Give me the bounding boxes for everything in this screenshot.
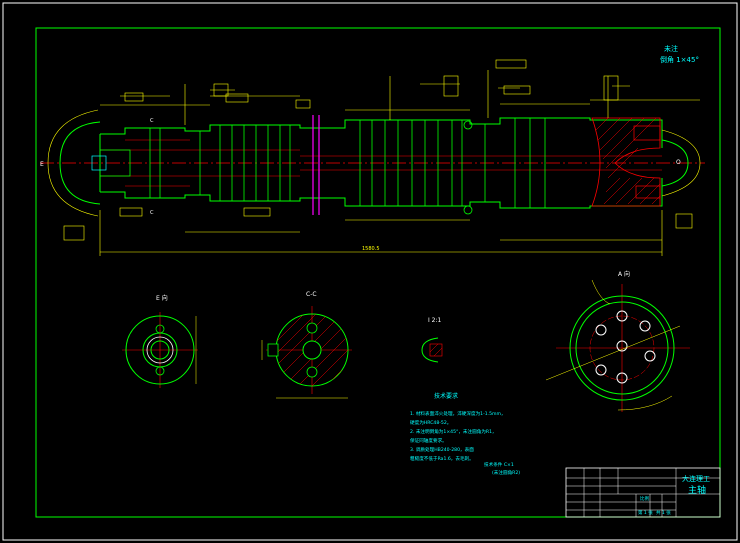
top-note-chamfer: 倒角 1×45° [660, 55, 699, 64]
svg-text:C: C [150, 118, 154, 124]
view-a-label: A 向 [618, 270, 630, 278]
tech-note-b: (未注圆角R2) [492, 469, 520, 476]
title-block: 大连理工 主轴 比例 第 1 张 共 1 张 [565, 467, 721, 518]
tech-title: 技术要求 [434, 392, 458, 400]
tech-line-2: 硬度为HRC48-52。 [410, 419, 451, 426]
view-e-label: E 向 [156, 294, 168, 302]
title-school: 大连理工 [682, 474, 710, 483]
title-scale: 比例 [640, 495, 649, 502]
technical-requirements: 技术要求 1. 材料表面淬火处理，淬硬深度为1-1.5mm， 硬度为HRC48-… [410, 392, 520, 476]
detail-i: I 2:1 [421, 317, 443, 363]
detail-i-label: I 2:1 [428, 317, 442, 324]
tolerance-frames [63, 59, 693, 241]
title-sheet: 第 1 张 [638, 509, 653, 516]
left-end-arc [59, 121, 101, 205]
view-a: A 向 [545, 270, 690, 412]
drawing-frame [35, 27, 721, 518]
top-note-unmarked: 未注 [664, 44, 678, 53]
main-shaft-view: E O C C 1580.5 [40, 59, 705, 256]
tech-line-6: 粗糙度不低于Ra1.6，去毛刺。 [410, 455, 474, 462]
tech-note-a: 技术条件 C×1 [484, 461, 514, 468]
view-e: E 向 [122, 294, 198, 388]
svg-text:O: O [676, 159, 681, 166]
svg-text:E: E [40, 161, 44, 168]
dimension-lines [99, 70, 700, 256]
section-c-c: C-C [261, 291, 352, 399]
shaft-profile-top [100, 117, 663, 148]
tech-line-5: 3. 调质处理HB240-280，表面 [410, 446, 474, 453]
tech-line-3: 2. 未注明倒角为1×45°，未注圆角为R1， [410, 428, 497, 435]
section-c-label: C-C [306, 291, 317, 298]
title-sheets: 共 1 张 [656, 509, 671, 516]
total-length-dim: 1580.5 [362, 246, 380, 252]
tech-line-1: 1. 材料表面淬火处理，淬硬深度为1-1.5mm， [410, 410, 506, 417]
title-part-name: 主轴 [688, 484, 706, 496]
right-end-section-hatch [591, 117, 661, 207]
shaft-profile-bottom [100, 178, 663, 209]
right-end-arc [661, 139, 689, 187]
tech-line-4: 保证同轴度要求。 [410, 437, 447, 444]
svg-text:C: C [150, 210, 154, 216]
